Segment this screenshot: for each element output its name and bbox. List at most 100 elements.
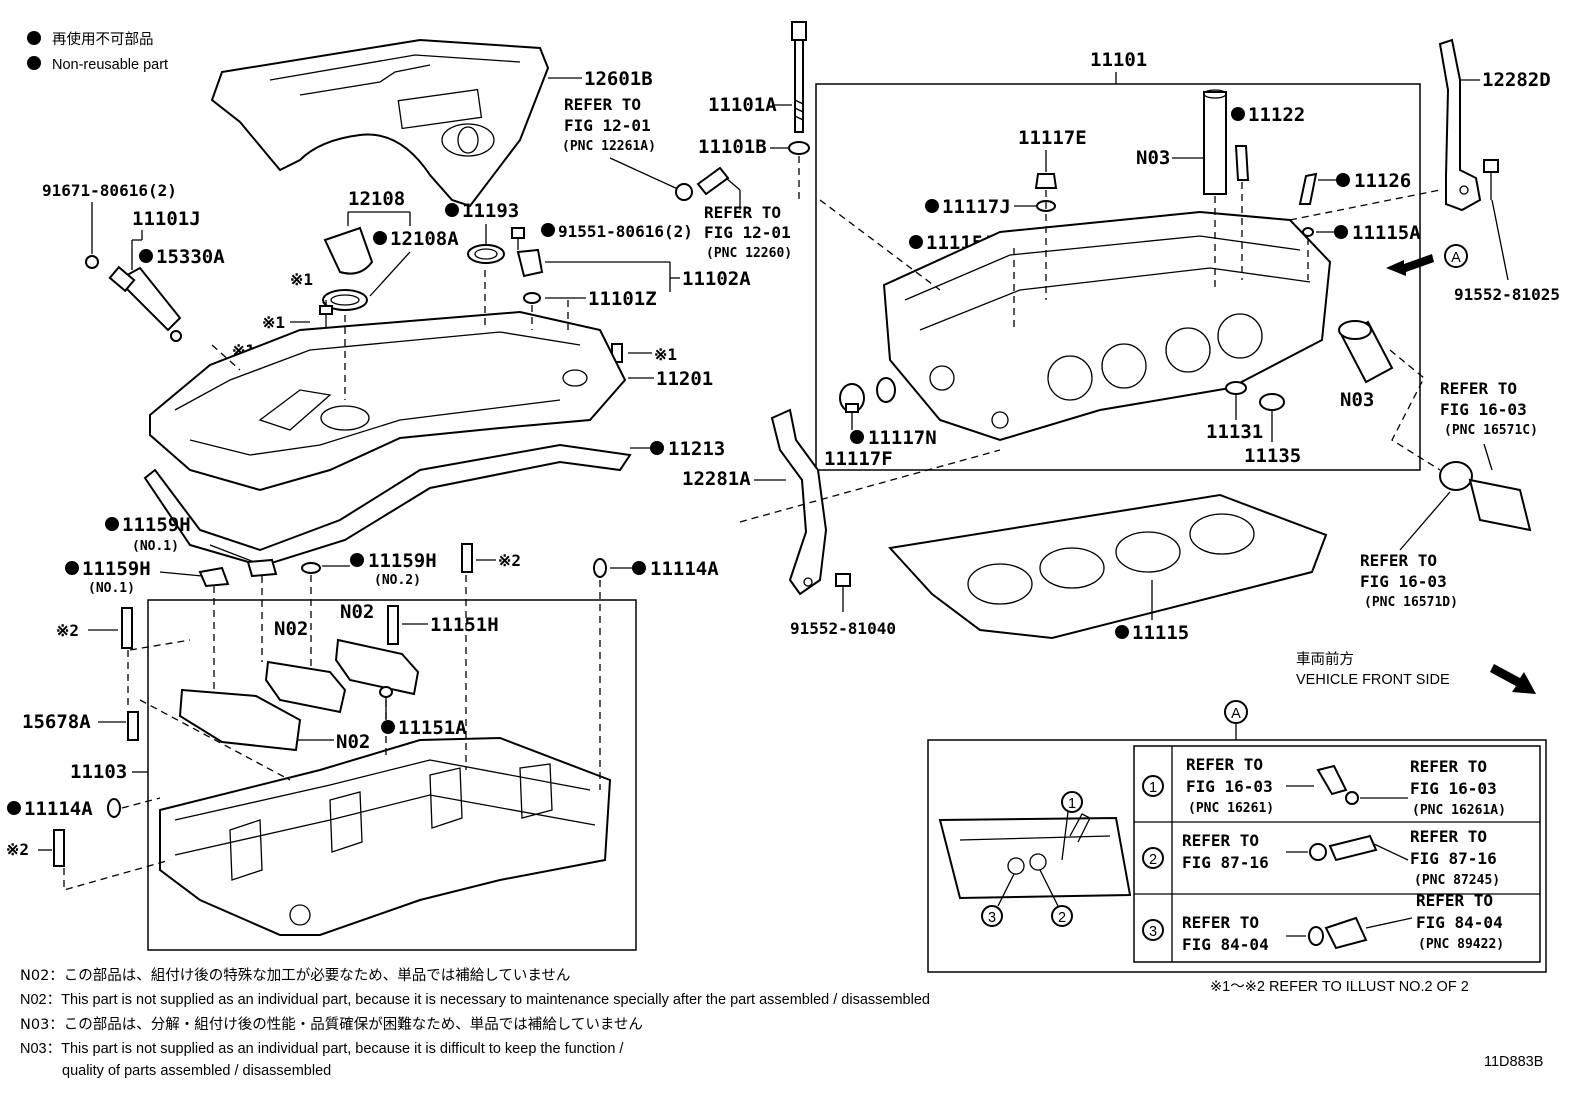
- svg-text:(PNC 12260): (PNC 12260): [706, 246, 792, 261]
- camshaft-cap-n02-drawing: [264, 660, 347, 714]
- svg-text:REFER TO: REFER TO: [1182, 831, 1259, 850]
- label-11117F: 11117F: [824, 448, 893, 470]
- inset-callout-1: 1: [1068, 796, 1076, 812]
- label-11103: 11103: [70, 761, 127, 783]
- label-12601B: 12601B: [584, 68, 653, 90]
- svg-text:FIG 84-04: FIG 84-04: [1182, 935, 1269, 954]
- mark-2-b: ※2: [56, 621, 79, 640]
- legend: 再使用不可部品 Non-reusable part: [27, 31, 168, 73]
- label-91671: 91671-80616(2): [42, 181, 177, 200]
- head-cover-gasket-drawing: [143, 443, 632, 568]
- label-11101: 11101: [1090, 49, 1147, 71]
- label-91552-81025: 91552-81025: [1454, 285, 1560, 304]
- ocv-valve-drawing: [108, 265, 182, 342]
- label-11151A: 11151A: [398, 717, 467, 739]
- label-12282D: 12282D: [1482, 69, 1551, 91]
- note-n03-ja: N03：この部品は、分解・組付け後の性能・品質確保が困難なため、単品では補給して…: [20, 1015, 643, 1033]
- label-N02-c: N02: [336, 731, 370, 753]
- svg-text:FIG 12-01: FIG 12-01: [564, 116, 651, 135]
- label-11135: 11135: [1244, 445, 1301, 467]
- svg-text:REFER TO: REFER TO: [564, 95, 641, 114]
- non-reusable-dot-icon: [27, 56, 41, 70]
- bracket-12281A-drawing: [770, 408, 828, 596]
- camshaft-housing-drawing: [159, 736, 612, 936]
- mark-1-d: ※1: [654, 345, 677, 364]
- n03-sleeve-drawing: [1203, 91, 1227, 195]
- label-91552-81040: 91552-81040: [790, 619, 896, 638]
- camshaft-cap-n02-c-drawing: [178, 688, 302, 752]
- svg-text:REFER TO: REFER TO: [704, 203, 781, 222]
- front-ja: 車両前方: [1296, 651, 1354, 668]
- cylinder-head-cover-drawing: [149, 310, 627, 492]
- svg-text:REFER TO: REFER TO: [1416, 891, 1493, 910]
- label-11159H-b: 11159H: [82, 558, 151, 580]
- label-11151H: 11151H: [430, 614, 499, 636]
- detail-a-title: A: [1231, 706, 1241, 722]
- long-bolt-11101A-drawing: [791, 21, 807, 133]
- label-11101J: 11101J: [132, 208, 201, 230]
- label-11101A: 11101A: [708, 94, 777, 116]
- refer-illust-note: ※1～※2 REFER TO ILLUST NO.2 OF 2: [1210, 979, 1469, 995]
- detail-a-inset: [938, 813, 1132, 900]
- camshaft-cap-n02-b-drawing: [334, 638, 420, 696]
- label-11115: 11115: [1132, 622, 1189, 644]
- legend-en: Non-reusable part: [52, 57, 168, 73]
- svg-text:REFER TO: REFER TO: [1182, 913, 1259, 932]
- note-n02-en: N02：This part is not supplied as an indi…: [20, 992, 930, 1008]
- label-11193: 11193: [462, 200, 519, 222]
- svg-text:REFER TO: REFER TO: [1410, 827, 1487, 846]
- refer-16571D: REFER TO FIG 16-03 (PNC 16571D): [1360, 551, 1458, 610]
- label-11159H-a-sub: (NO.1): [132, 539, 179, 554]
- refer-16571C: REFER TO FIG 16-03 (PNC 16571C): [1440, 379, 1538, 438]
- refer-12260: REFER TO FIG 12-01 (PNC 12260): [704, 203, 792, 261]
- refer-12261A: REFER TO FIG 12-01 (PNC 12261A): [562, 95, 656, 154]
- view-a-arrow-icon: [1386, 254, 1434, 276]
- svg-text:(PNC 16571C): (PNC 16571C): [1444, 423, 1538, 438]
- cylinder-head-frame: [815, 83, 1421, 471]
- svg-text:(PNC 12261A): (PNC 12261A): [562, 139, 656, 154]
- head-gasket-drawing: [888, 493, 1328, 640]
- svg-text:(PNC 16261): (PNC 16261): [1188, 801, 1274, 816]
- label-11201: 11201: [656, 368, 713, 390]
- n03-cup-drawing: [1338, 320, 1394, 384]
- label-12281A: 12281A: [682, 468, 751, 490]
- label-N02-b: N02: [340, 601, 374, 623]
- detail-row-1: 1 REFER TO FIG 16-03 (PNC 16261) REFER T…: [1142, 755, 1506, 818]
- svg-text:FIG 16-03: FIG 16-03: [1410, 779, 1497, 798]
- svg-text:1: 1: [1149, 780, 1157, 796]
- label-11159H-a: 11159H: [122, 514, 191, 536]
- svg-text:FIG 16-03: FIG 16-03: [1440, 400, 1527, 419]
- svg-text:FIG 87-16: FIG 87-16: [1410, 849, 1497, 868]
- label-N02-a: N02: [274, 618, 308, 640]
- detail-a-frame: [927, 739, 1547, 973]
- svg-text:3: 3: [1149, 924, 1157, 940]
- oil-filler-cap-drawing: [322, 226, 374, 311]
- svg-text:FIG 16-03: FIG 16-03: [1360, 572, 1447, 591]
- svg-text:(PNC 16571D): (PNC 16571D): [1364, 595, 1458, 610]
- svg-text:FIG 87-16: FIG 87-16: [1182, 853, 1269, 872]
- label-11117J: 11117J: [942, 196, 1011, 218]
- svg-text:REFER TO: REFER TO: [1186, 755, 1263, 774]
- label-11117N: 11117N: [868, 427, 937, 449]
- view-a-callout: A: [1451, 250, 1461, 266]
- legend-ja: 再使用不可部品: [52, 31, 154, 48]
- svg-text:REFER TO: REFER TO: [1440, 379, 1517, 398]
- svg-text:FIG 12-01: FIG 12-01: [704, 223, 791, 242]
- bracket-12282D-drawing: [1438, 38, 1482, 212]
- detail-row-2: 2 REFER TO FIG 87-16 REFER TO FIG 87-16 …: [1142, 827, 1500, 888]
- label-12108A: 12108A: [390, 228, 459, 250]
- svg-text:(PNC 89422): (PNC 89422): [1418, 937, 1504, 952]
- label-11114A-b: 11114A: [24, 798, 93, 820]
- label-11213: 11213: [668, 438, 725, 460]
- label-11131: 11131: [1206, 421, 1263, 443]
- label-11126: 11126: [1354, 170, 1411, 192]
- detail-row-3: 3 REFER TO FIG 84-04 REFER TO FIG 84-04 …: [1142, 891, 1504, 954]
- non-reusable-dot-icon: [27, 31, 41, 45]
- svg-text:REFER TO: REFER TO: [1360, 551, 1437, 570]
- mark-2-a: ※2: [498, 551, 521, 570]
- label-11159H-c-sub: (NO.2): [374, 573, 421, 588]
- label-11101Z: 11101Z: [588, 288, 657, 310]
- svg-text:(PNC 87245): (PNC 87245): [1414, 873, 1500, 888]
- svg-text:FIG 84-04: FIG 84-04: [1416, 913, 1503, 932]
